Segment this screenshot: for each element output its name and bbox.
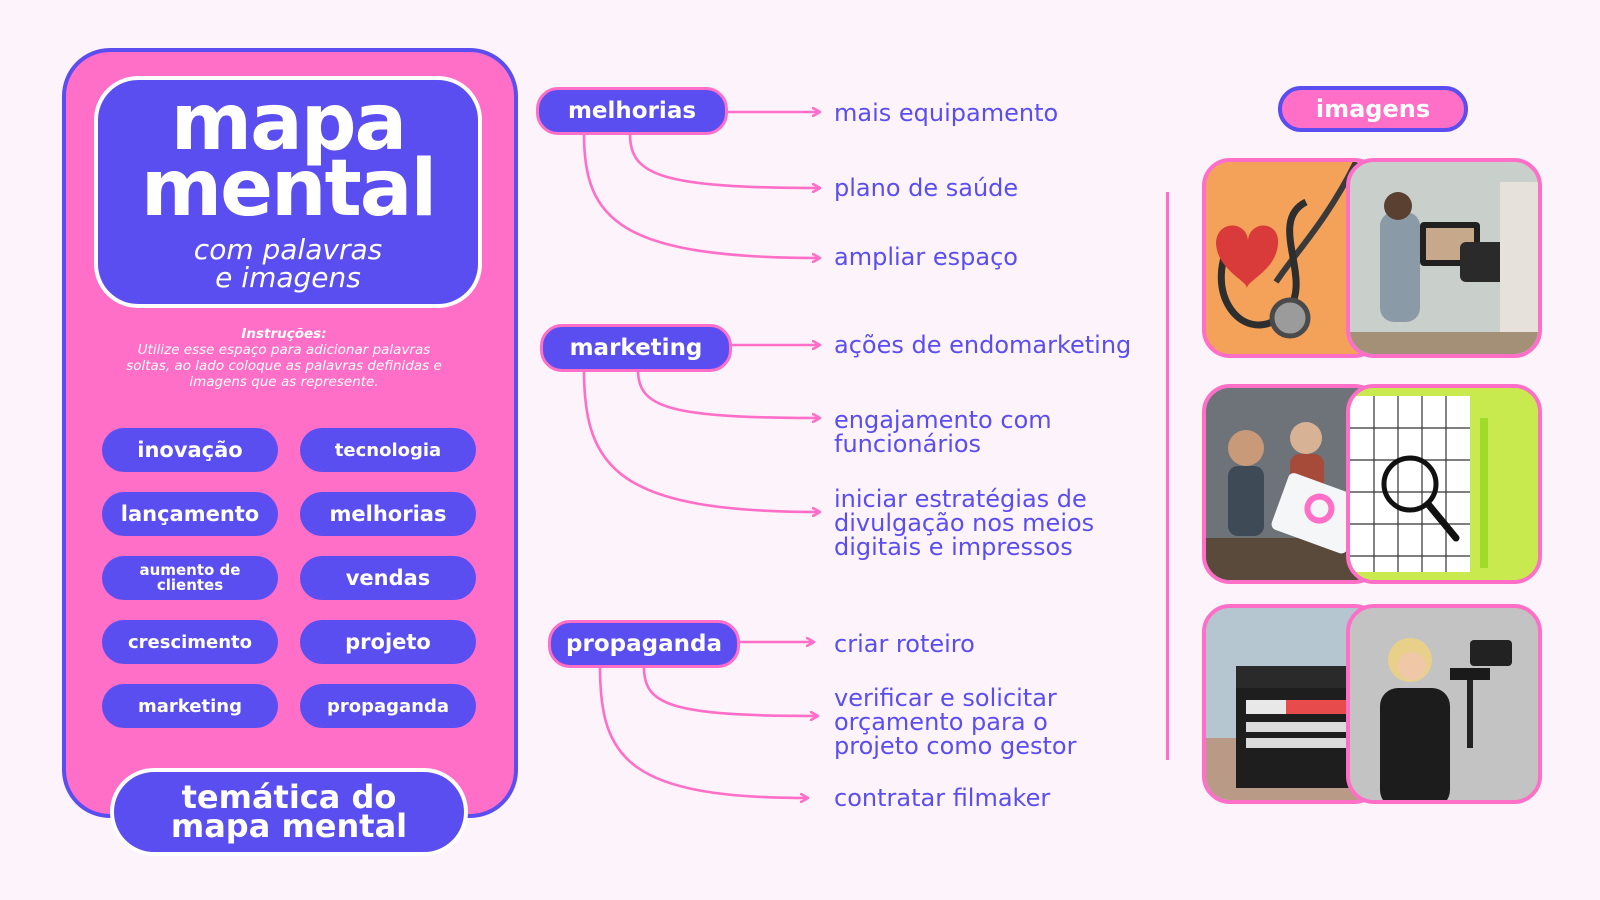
keyword-chip-aumento-de-clientes[interactable]: aumento de clientes xyxy=(102,556,278,600)
keyword-chip-marketing[interactable]: marketing xyxy=(102,684,278,728)
title-card: mapa mental com palavras e imagens xyxy=(94,76,482,308)
keyword-chip-crescimento[interactable]: crescimento xyxy=(102,620,278,664)
page-title: mapa mental xyxy=(98,78,478,234)
theme-line-2: mapa mental xyxy=(170,807,408,845)
theme-card: temática do mapa mental xyxy=(110,768,468,856)
leaf-mais-equipamento: mais equipamento xyxy=(834,99,1059,127)
keyword-chip-melhorias[interactable]: melhorias xyxy=(300,492,476,536)
title-line-1: mapa xyxy=(170,78,407,168)
category-marketing[interactable]: marketing xyxy=(540,324,732,372)
leaf-engajamento-funcionarios: engajamento com funcionários xyxy=(834,406,1052,458)
leaf-criar-roteiro: criar roteiro xyxy=(834,630,975,658)
instructions-heading: Instruções: xyxy=(241,326,327,342)
leaf-verificar-orcamento: verificar e solicitar orçamento para o p… xyxy=(834,684,1077,760)
magnifier-grid-notebook-photo xyxy=(1346,384,1542,584)
images-label: imagens xyxy=(1278,86,1468,132)
category-propaganda[interactable]: propaganda xyxy=(548,620,740,668)
theme-line-1: temática do xyxy=(181,778,397,816)
keyword-chip-propaganda[interactable]: propaganda xyxy=(300,684,476,728)
camera-recording-photo xyxy=(1346,158,1542,358)
instructions-body: Utilize esse espaço para adicionar palav… xyxy=(126,342,442,390)
connector-propaganda-2 xyxy=(642,666,818,716)
keyword-chip-inovacao[interactable]: inovação xyxy=(102,428,278,472)
connector-melhorias-3 xyxy=(582,133,820,258)
connector-marketing-2 xyxy=(636,369,820,418)
keyword-chip-tecnologia[interactable]: tecnologia xyxy=(300,428,476,472)
subtitle-line-2: e imagens xyxy=(215,261,361,294)
leaf-ampliar-espaco: ampliar espaço xyxy=(834,243,1018,271)
section-divider xyxy=(1166,192,1169,760)
instructions: Instruções: Utilize esse espaço para adi… xyxy=(114,326,454,390)
leaf-plano-de-saude: plano de saúde xyxy=(834,174,1019,202)
leaf-contratar-filmaker: contratar filmaker xyxy=(834,784,1051,812)
keyword-chip-projeto[interactable]: projeto xyxy=(300,620,476,664)
keyword-chip-lancamento[interactable]: lançamento xyxy=(102,492,278,536)
connector-marketing-3 xyxy=(582,369,820,512)
keyword-chip-vendas[interactable]: vendas xyxy=(300,556,476,600)
subtitle: com palavras e imagens xyxy=(98,236,478,292)
leaf-estrategias-divulgacao: iniciar estratégias de divulgação nos me… xyxy=(834,485,1095,561)
title-line-2: mental xyxy=(140,144,437,234)
subtitle-line-1: com palavras xyxy=(193,233,383,266)
woman-filming-gimbal-photo xyxy=(1346,604,1542,804)
connector-propaganda-3 xyxy=(598,666,808,798)
category-melhorias[interactable]: melhorias xyxy=(536,87,728,135)
connector-melhorias-2 xyxy=(628,133,820,188)
leaf-acoes-endomarketing: ações de endomarketing xyxy=(834,331,1132,359)
